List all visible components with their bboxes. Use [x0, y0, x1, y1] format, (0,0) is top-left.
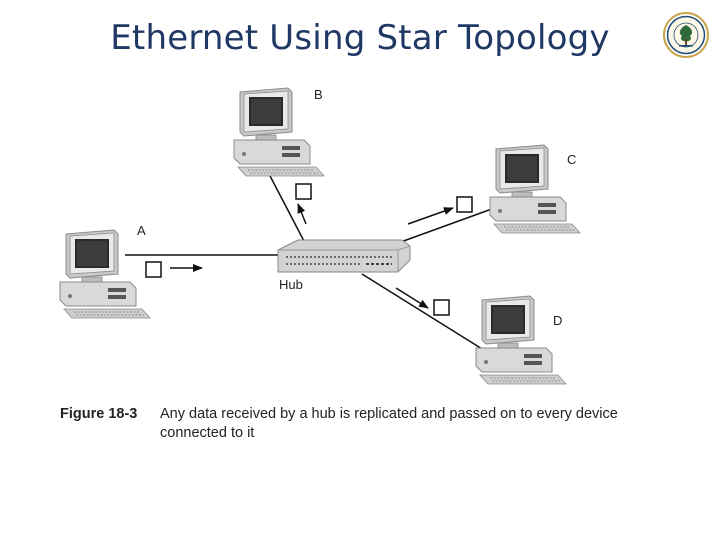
computer-label-b: B	[314, 87, 323, 102]
arrow-hub-to-b	[297, 203, 307, 225]
computer-label-d: D	[553, 313, 562, 328]
packet-c	[456, 196, 473, 213]
link-hub-c	[397, 205, 501, 244]
university-seal-logo	[663, 12, 709, 58]
data-packets	[145, 183, 473, 316]
figure-label: Figure 18-3	[60, 406, 138, 422]
packet-d	[433, 299, 450, 316]
hub-device	[277, 239, 411, 273]
computer-label-a: A	[137, 223, 146, 238]
slide-title: Ethernet Using Star Topology	[110, 18, 610, 58]
computer-a	[59, 229, 151, 319]
arrow-hub-to-c	[407, 207, 454, 225]
data-flow-arrows	[170, 203, 454, 309]
arrow-hub-to-d	[395, 287, 429, 309]
figure-caption-text: Any data received by a hub is replicated…	[160, 406, 618, 441]
packet-a	[145, 261, 162, 278]
link-hub-b	[267, 171, 306, 244]
link-hub-d	[361, 273, 488, 353]
computer-d	[475, 295, 567, 385]
computer-b	[233, 87, 325, 177]
packet-b	[295, 183, 312, 200]
computer-label-c: C	[567, 152, 576, 167]
link-lines	[125, 171, 501, 353]
hub-label: Hub	[279, 277, 303, 292]
